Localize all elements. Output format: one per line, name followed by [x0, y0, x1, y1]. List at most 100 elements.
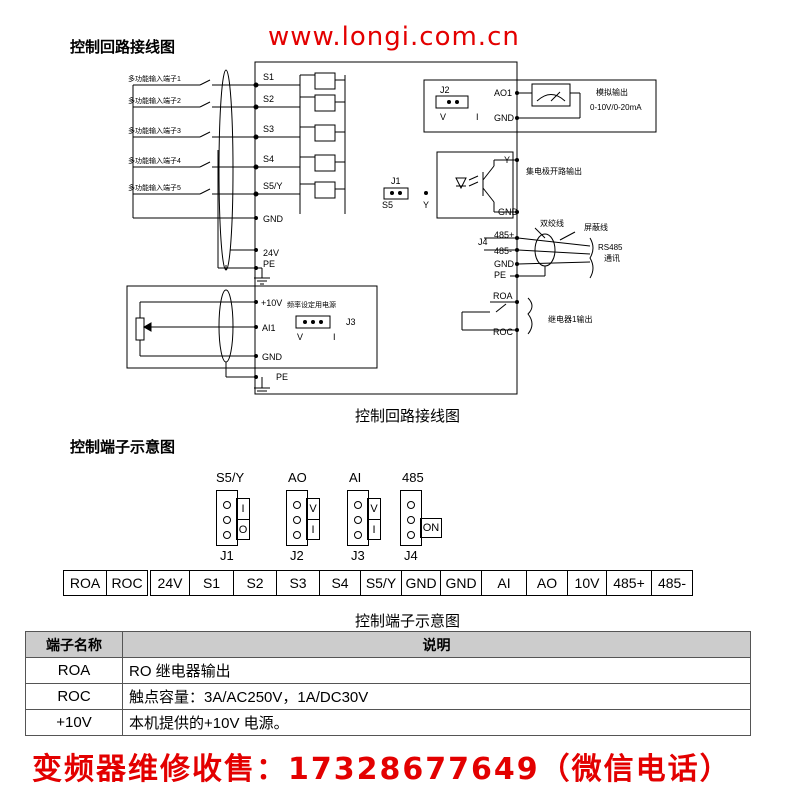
j3-i: I [333, 332, 336, 342]
rs485-desc2: 通讯 [604, 253, 620, 263]
ai1-label: AI1 [262, 323, 276, 333]
terminal-desc: RO 继电器输出 [122, 657, 751, 684]
pe2-label: PE [276, 372, 288, 382]
24v-label: 24V [263, 248, 279, 258]
terminal-desc: 本机提供的+10V 电源。 [122, 709, 751, 736]
terminal-cell: 24V [150, 570, 190, 596]
gnd2-label: GND [262, 352, 283, 362]
jumper-body [347, 490, 369, 546]
website-watermark: www.longi.com.cn [268, 22, 520, 52]
input-terminal: S3 [263, 124, 274, 134]
jumper-pin [407, 531, 415, 539]
header-terminal-name: 端子名称 [25, 631, 123, 658]
terminal-name: ROA [25, 657, 123, 684]
input-label: 多功能输入端子2 [128, 96, 181, 105]
roc-label: ROC [493, 327, 514, 337]
wiring-caption: 控制回路接线图 [355, 407, 461, 425]
control-wiring-diagram: GND 24V PE +10V 频率设定用电源 AI1 GND PE J3 V … [126, 61, 657, 395]
jumper-name: J2 [290, 548, 304, 563]
gnd-label: GND [263, 214, 284, 224]
j3-v: V [297, 332, 303, 342]
j2-i: I [476, 112, 479, 122]
input-terminal: S5/Y [263, 181, 283, 191]
terminal-cell: ROA [63, 570, 107, 596]
roa-label: ROA [493, 291, 513, 301]
jumper-top-label: S5/Y [216, 470, 245, 485]
jumper-pin [354, 531, 362, 539]
jumper-label: O [238, 524, 248, 536]
table-row: +10V 本机提供的+10V 电源。 [25, 709, 751, 736]
input-label: 多功能输入端子5 [128, 183, 181, 192]
shield-label: 屏蔽线 [584, 222, 608, 232]
table-header-row: 端子名称 说明 [25, 631, 751, 658]
terminal-desc: 触点容量：3A/AC250V，1A/DC30V [122, 683, 751, 710]
terminal-cell: 485- [652, 570, 693, 596]
terminal-cell: S2 [234, 570, 277, 596]
input-terminal: S1 [263, 72, 274, 82]
oc-desc: 集电极开路输出 [526, 166, 582, 176]
j1-y: Y [423, 200, 429, 210]
jumper-label: V [307, 499, 319, 520]
terminal-table: 端子名称 说明 ROA RO 继电器输出 ROC 触点容量：3A/AC250V，… [25, 631, 751, 736]
terminal-cell: 485+ [607, 570, 652, 596]
jumper-top-label: AO [288, 470, 307, 485]
jumper-name: J4 [404, 548, 418, 563]
ao-desc2: 0-10V/0-20mA [590, 103, 642, 112]
input-label: 多功能输入端子1 [128, 74, 181, 83]
terminal-cell: GND [441, 570, 482, 596]
terminal-cell: S5/Y [361, 570, 402, 596]
inverter-box [254, 61, 518, 395]
ao-desc1: 模拟输出 [596, 87, 628, 97]
jumper-pin [354, 501, 362, 509]
j4-name: J4 [478, 237, 488, 247]
input-terminal: S4 [263, 154, 274, 164]
jumper-pin [407, 501, 415, 509]
jumper-pin [223, 516, 231, 524]
jumper-top-label: 485 [402, 470, 424, 485]
terminal-name: ROC [25, 683, 123, 710]
rs485-desc1: RS485 [598, 243, 623, 252]
jumper-body [216, 490, 238, 546]
relay-desc: 继电器1输出 [548, 314, 592, 324]
jumper-name: J3 [351, 548, 365, 563]
jumper-pin [223, 531, 231, 539]
jumper-body [286, 490, 308, 546]
jumper-label: I [237, 499, 249, 520]
table-row: ROC 触点容量：3A/AC250V，1A/DC30V [25, 683, 751, 710]
10v-note: 频率设定用电源 [287, 300, 336, 309]
jumper-label: V [368, 499, 380, 520]
terminal-cell: ROC [107, 570, 148, 596]
j1-name: J1 [391, 176, 401, 186]
jumper-label: I [311, 524, 315, 536]
ao-gnd-label: GND [494, 113, 515, 123]
jumper-body [400, 490, 422, 546]
input-label: 多功能输入端子4 [128, 156, 181, 165]
jumper-top-label: AI [349, 470, 362, 485]
jumper-label: I [372, 524, 376, 536]
footer-contact: 变频器维修收售：17328677649（微信电话） [32, 752, 732, 787]
terminal-cell: 10V [568, 570, 607, 596]
j2-v: V [440, 112, 446, 122]
table-row: ROA RO 继电器输出 [25, 657, 751, 684]
jumper-pin [293, 501, 301, 509]
jumper-labels: ON [420, 518, 442, 538]
terminal-cell: GND [402, 570, 441, 596]
input-label: 多功能输入端子3 [128, 126, 181, 135]
jumper-pin [223, 501, 231, 509]
terminal-caption: 控制端子示意图 [355, 612, 461, 630]
jumper-pin [354, 516, 362, 524]
terminal-section-title: 控制端子示意图 [70, 438, 176, 456]
terminal-cell: S4 [320, 570, 361, 596]
10v-label: +10V [261, 298, 282, 308]
terminal-cell: S1 [190, 570, 234, 596]
y-label: Y [504, 155, 510, 165]
